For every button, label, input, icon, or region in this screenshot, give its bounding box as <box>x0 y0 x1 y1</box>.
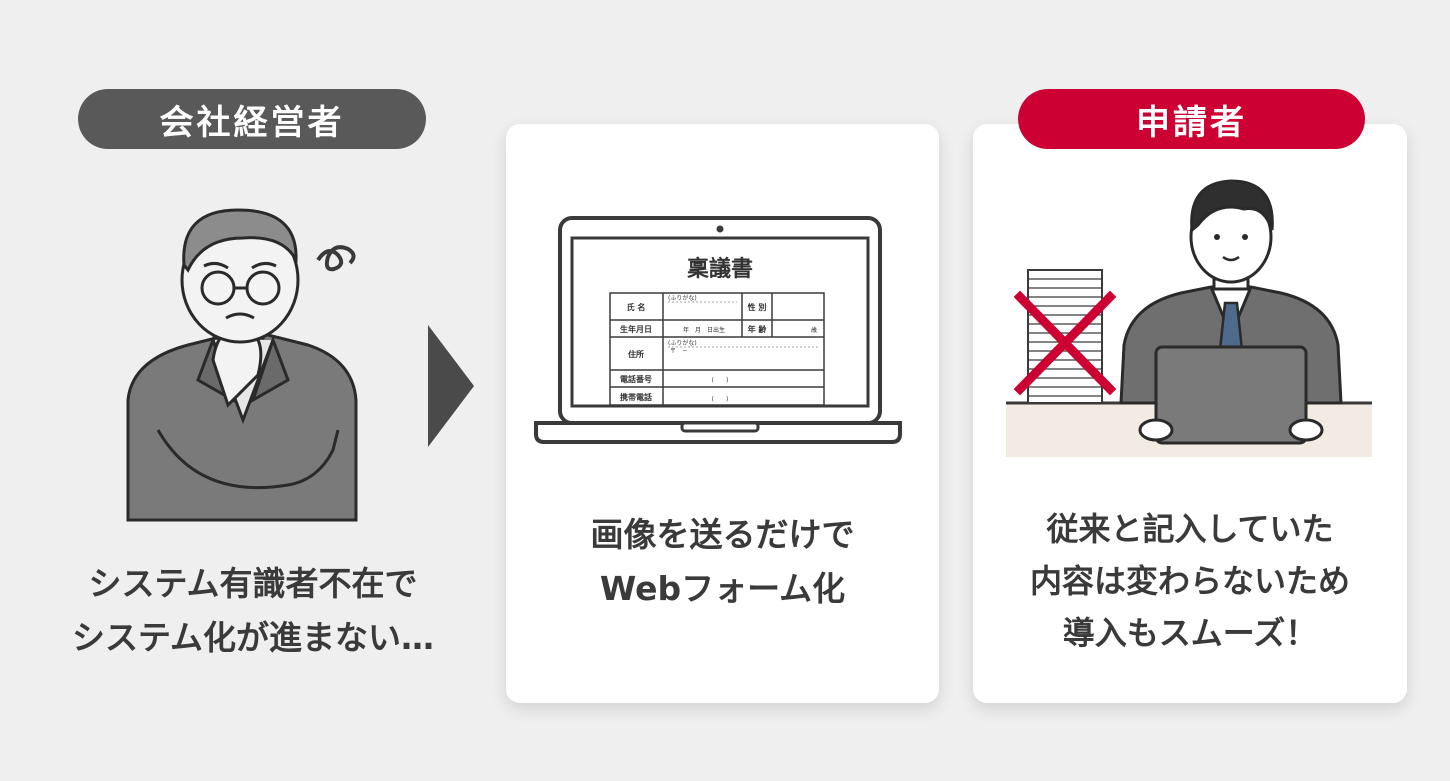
applicant-caption-line2: 内容は変わらないため <box>1029 562 1350 600</box>
form-postal: 〒 － <box>670 348 688 355</box>
executive-caption-line2: システム化が進まない… <box>71 618 434 657</box>
form-gender-label: 性 別 <box>748 302 767 312</box>
applicant-illustration <box>1006 179 1372 457</box>
applicant-label: 申請者 <box>1018 89 1365 149</box>
webform-caption-line2: Webフォーム化 <box>599 569 846 608</box>
form-row-mobile: 携帯電話 <box>620 392 652 402</box>
form-age-unit: 歳 <box>811 326 817 334</box>
webform-caption-line1: 画像を送るだけで <box>590 515 855 554</box>
form-birth-format: 年 月 日出生 <box>683 326 725 334</box>
form-row-phone: 電話番号 <box>620 374 652 384</box>
form-row-birth: 生年月日 <box>620 324 652 334</box>
webform-caption: 画像を送るだけで Webフォーム化 <box>506 508 939 616</box>
applicant-caption: 従来と記入していた 内容は変わらないため 導入もスムーズ！ <box>973 503 1407 659</box>
applicant-caption-line1: 従来と記入していた <box>1046 510 1334 548</box>
cross-icon <box>1013 290 1117 396</box>
executive-label: 会社経営者 <box>78 89 426 149</box>
form-phone-paren: ( ) <box>712 377 729 384</box>
form-row-name: 氏 名 <box>627 302 646 312</box>
form-age-label: 年 齢 <box>748 324 768 334</box>
form-mobile-paren: ( ) <box>712 396 729 403</box>
laptop-form-illustration: 稟議書 氏 名 生年月日 住所 電話番号 携帯電話 性 別 年 齢 (ふりがな)… <box>534 216 902 444</box>
applicant-caption-line3: 導入もスムーズ！ <box>1062 614 1318 652</box>
arrow-right-icon <box>428 325 474 447</box>
form-furigana-1: (ふりがな) <box>668 294 697 302</box>
form-title: 稟議書 <box>687 256 753 282</box>
worried-executive-illustration <box>126 208 358 522</box>
executive-caption: システム有識者不在で システム化が進まない… <box>18 557 488 665</box>
executive-caption-line1: システム有識者不在で <box>88 564 418 603</box>
form-row-address: 住所 <box>628 349 644 359</box>
form-furigana-2: (ふりがな) <box>668 339 697 347</box>
